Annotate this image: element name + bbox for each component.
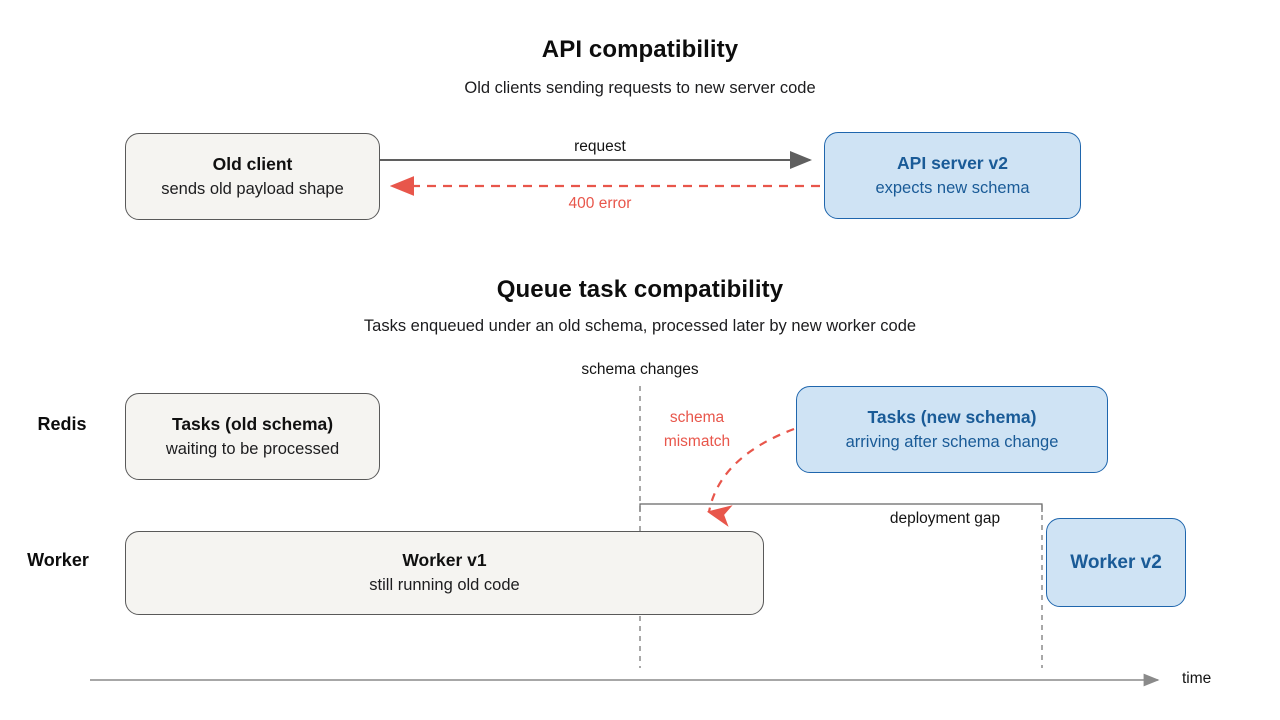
api-server-title: API server v2 xyxy=(897,152,1008,173)
worker-v2-node: Worker v2 xyxy=(1046,518,1186,607)
lane-label-worker: Worker xyxy=(27,550,89,570)
time-axis-label: time xyxy=(1182,670,1212,687)
tasks-old-title: Tasks (old schema) xyxy=(171,413,334,434)
api-server-node: API server v2 expects new schema xyxy=(824,132,1081,219)
worker-v1-node: Worker v1 still running old code xyxy=(125,531,764,615)
old-client-subtitle: sends old payload shape xyxy=(161,179,344,198)
worker-v2-title: Worker v2 xyxy=(1070,552,1162,573)
api-server-subtitle: expects new schema xyxy=(875,178,1030,197)
schema-mismatch-label: schema mismatch xyxy=(663,409,731,450)
old-client-node: Old client sends old payload shape xyxy=(125,133,380,220)
worker-v1-subtitle: still running old code xyxy=(369,576,520,594)
tasks-new-subtitle: arriving after schema change xyxy=(845,432,1059,451)
queue-section-title: Queue task compatibility xyxy=(496,276,784,303)
tasks-old-node: Tasks (old schema) waiting to be process… xyxy=(125,393,380,480)
api-section-title: API compatibility xyxy=(541,36,739,63)
tasks-new-node: Tasks (new schema) arriving after schema… xyxy=(796,386,1108,473)
schema-changes-label: schema changes xyxy=(581,361,699,378)
tasks-new-title: Tasks (new schema) xyxy=(867,406,1037,427)
deployment-gap-label: deployment gap xyxy=(889,510,1001,527)
worker-v1-title: Worker v1 xyxy=(402,550,487,570)
request-label: request xyxy=(574,138,626,155)
lane-label-redis: Redis xyxy=(37,414,87,434)
tasks-old-subtitle: waiting to be processed xyxy=(165,439,340,458)
api-section-subtitle: Old clients sending requests to new serv… xyxy=(464,79,816,97)
error-label: 400 error xyxy=(568,195,632,212)
queue-section-subtitle: Tasks enqueued under an old schema, proc… xyxy=(363,317,917,335)
old-client-title: Old client xyxy=(212,153,293,174)
